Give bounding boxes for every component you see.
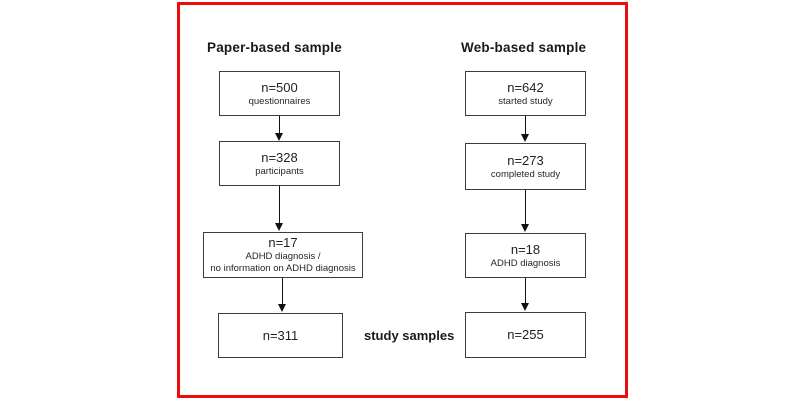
arrow-down-icon (275, 116, 284, 141)
arrow-shaft (278, 186, 281, 225)
flow-box-paper-adhd-exclusion: n=17 ADHD diagnosis / no information on … (203, 232, 363, 278)
arrow-head (278, 304, 286, 312)
arrow-down-icon (521, 278, 530, 311)
box-label: ADHD diagnosis / (245, 251, 321, 262)
arrow-down-icon (278, 278, 287, 312)
arrow-shaft (524, 116, 527, 136)
arrow-shaft (278, 116, 281, 135)
flow-box-paper-final-sample: n=311 (218, 313, 343, 358)
arrow-head (521, 224, 529, 232)
paper-column-title: Paper-based sample (207, 40, 342, 55)
box-label: started study (498, 95, 553, 107)
study-samples-label: study samples (364, 328, 455, 343)
box-n-value: n=273 (507, 152, 544, 168)
flow-box-web-completed: n=273 completed study (465, 143, 586, 190)
box-n-value: n=255 (507, 327, 544, 342)
flow-box-web-started: n=642 started study (465, 71, 586, 116)
web-column-title: Web-based sample (461, 40, 587, 55)
arrow-head (521, 303, 529, 311)
arrow-head (275, 223, 283, 231)
arrow-down-icon (521, 116, 530, 142)
arrow-shaft (281, 278, 284, 306)
arrow-head (521, 134, 529, 142)
arrow-down-icon (521, 190, 530, 232)
flow-box-web-final-sample: n=255 (465, 312, 586, 358)
arrow-head (275, 133, 283, 141)
box-label: no information on ADHD diagnosis (210, 263, 356, 274)
box-n-value: n=17 (268, 235, 298, 250)
flow-box-paper-questionnaires: n=500 questionnaires (219, 71, 340, 116)
flow-box-web-adhd-diagnosis: n=18 ADHD diagnosis (465, 233, 586, 278)
box-label: completed study (490, 168, 561, 180)
box-label: participants (255, 165, 304, 177)
arrow-shaft (524, 190, 527, 226)
arrow-shaft (524, 278, 527, 305)
box-n-value: n=642 (507, 79, 544, 95)
flow-box-paper-participants: n=328 participants (219, 141, 340, 186)
box-n-value: n=328 (261, 149, 298, 165)
box-label: ADHD diagnosis (490, 257, 561, 269)
box-n-value: n=311 (262, 327, 299, 343)
box-n-value: n=18 (510, 241, 541, 257)
box-n-value: n=500 (261, 79, 298, 95)
arrow-down-icon (275, 186, 284, 231)
box-label: questionnaires (248, 95, 311, 107)
